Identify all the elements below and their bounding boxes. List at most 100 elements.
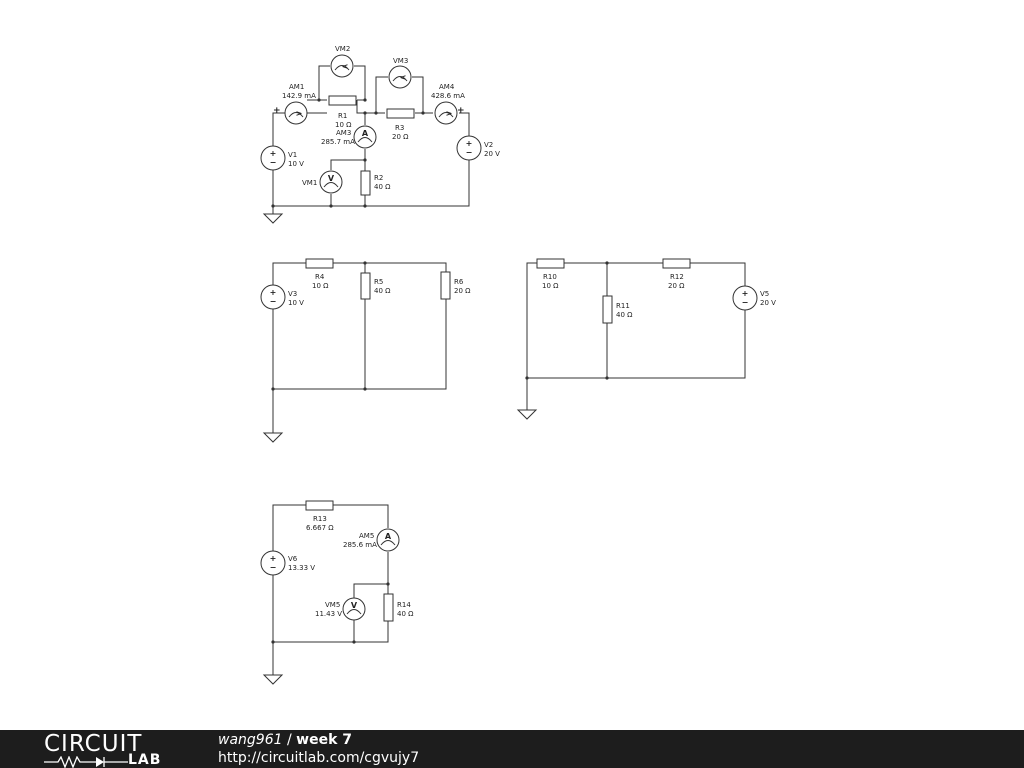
r10-name: R10 xyxy=(543,273,557,281)
vm5-name: VM5 xyxy=(325,601,340,609)
resistor-r2[interactable]: R2 40 Ω xyxy=(360,170,391,196)
ammeter-am1[interactable]: > + AM1 142.9 mA xyxy=(273,83,316,125)
v5-value: 20 V xyxy=(760,299,776,307)
svg-text:A: A xyxy=(362,129,369,138)
v3-value: 10 V xyxy=(288,299,304,307)
page-title: wang961 / week 7 xyxy=(218,731,352,749)
voltmeter-vm3[interactable]: < VM3 xyxy=(388,57,412,89)
am5-value: 285.6 mA xyxy=(343,541,377,549)
ammeter-am3[interactable]: A AM3 285.7 mA xyxy=(321,125,377,149)
circuit-url[interactable]: http://circuitlab.com/cgvujy7 xyxy=(218,750,420,766)
resistor-r10[interactable]: R10 10 Ω xyxy=(536,258,565,290)
v6-name: V6 xyxy=(288,555,298,563)
resistor-r12[interactable]: R12 20 Ω xyxy=(662,258,691,290)
resistor-r5[interactable]: R5 40 Ω xyxy=(360,272,391,300)
svg-text:+: + xyxy=(270,149,277,158)
r4-value: 10 Ω xyxy=(312,282,329,290)
r12-value: 20 Ω xyxy=(668,282,685,290)
v2-value: 20 V xyxy=(484,150,500,158)
am5-name: AM5 xyxy=(359,532,374,540)
ground-icon xyxy=(262,432,284,443)
am1-name: AM1 xyxy=(289,83,304,91)
ammeter-am4[interactable]: > + AM4 428.6 mA xyxy=(431,83,465,125)
vm1-name: VM1 xyxy=(302,179,317,187)
svg-text:V: V xyxy=(351,601,358,610)
vm3-name: VM3 xyxy=(393,57,408,65)
resistor-r1[interactable]: R1 10 Ω xyxy=(328,95,357,129)
r6-value: 20 Ω xyxy=(454,287,471,295)
r14-name: R14 xyxy=(397,601,411,609)
am3-value: 285.7 mA xyxy=(321,138,355,146)
voltage-source-v6[interactable]: + − V6 13.33 V xyxy=(260,550,315,576)
circuitlab-logo[interactable]: CIRCUIT LAB xyxy=(40,732,180,768)
svg-text:>: > xyxy=(446,109,453,118)
v2-name: V2 xyxy=(484,141,493,149)
resistor-r6[interactable]: R6 20 Ω xyxy=(440,271,471,300)
svg-text:−: − xyxy=(466,148,473,157)
voltage-source-v2[interactable]: + − V2 20 V xyxy=(456,135,500,161)
svg-text:V: V xyxy=(328,174,335,183)
r1-value: 10 Ω xyxy=(335,121,352,129)
r5-value: 40 Ω xyxy=(374,287,391,295)
voltmeter-vm1[interactable]: V VM1 xyxy=(302,170,343,194)
resistor-diode-icon xyxy=(44,756,128,768)
am4-name: AM4 xyxy=(439,83,455,91)
svg-text:−: − xyxy=(742,298,749,307)
voltmeter-vm5[interactable]: V VM5 11.43 V xyxy=(315,597,366,621)
logo-circuit-text: CIRCUIT xyxy=(44,731,143,757)
vm2-name: VM2 xyxy=(335,45,350,53)
resistor-r4[interactable]: R4 10 Ω xyxy=(305,258,334,290)
r3-value: 20 Ω xyxy=(392,133,409,141)
r5-name: R5 xyxy=(374,278,383,286)
user-link[interactable]: wang961 xyxy=(218,732,283,748)
svg-text:+: + xyxy=(270,554,277,563)
svg-text:+: + xyxy=(466,139,473,148)
r2-name: R2 xyxy=(374,174,383,182)
voltage-source-v5[interactable]: + − V5 20 V xyxy=(732,285,776,311)
r1-name: R1 xyxy=(338,112,347,120)
svg-text:−: − xyxy=(270,297,277,306)
ground-icon xyxy=(262,213,284,224)
v6-value: 13.33 V xyxy=(288,564,315,572)
project-name: week 7 xyxy=(296,732,352,748)
circuit-4: R13 6.667 Ω A AM5 285.6 mA + − V6 13.33 … xyxy=(260,500,414,685)
am3-name: AM3 xyxy=(336,129,351,137)
r14-value: 40 Ω xyxy=(397,610,414,618)
r13-name: R13 xyxy=(313,515,327,523)
r3-name: R3 xyxy=(395,124,404,132)
r11-name: R11 xyxy=(616,302,630,310)
title-separator: / xyxy=(282,732,297,748)
svg-text:<: < xyxy=(400,73,407,82)
r6-name: R6 xyxy=(454,278,464,286)
svg-text:−: − xyxy=(270,563,277,572)
resistor-r14[interactable]: R14 40 Ω xyxy=(383,593,414,622)
am1-value: 142.9 mA xyxy=(282,92,316,100)
svg-text:>: > xyxy=(296,109,303,118)
ground-icon xyxy=(516,409,538,420)
logo-lab-text: LAB xyxy=(128,752,162,768)
r13-value: 6.667 Ω xyxy=(306,524,334,532)
ammeter-am5[interactable]: A AM5 285.6 mA xyxy=(343,528,400,552)
voltage-source-v3[interactable]: + − V3 10 V xyxy=(260,284,304,310)
svg-text:<: < xyxy=(342,62,349,71)
svg-text:A: A xyxy=(385,532,392,541)
footer-bar: CIRCUIT LAB wang961 / week 7 http://circ… xyxy=(0,730,1024,768)
svg-text:+: + xyxy=(457,106,465,116)
resistor-r3[interactable]: R3 20 Ω xyxy=(386,108,415,141)
voltmeter-vm2[interactable]: < VM2 xyxy=(330,45,354,78)
r4-name: R4 xyxy=(315,273,325,281)
r10-value: 10 Ω xyxy=(542,282,559,290)
vm5-value: 11.43 V xyxy=(315,610,342,618)
resistor-r11[interactable]: R11 40 Ω xyxy=(602,295,633,324)
svg-text:−: − xyxy=(270,158,277,167)
ground-icon xyxy=(262,674,284,685)
schematic-canvas: > + AM1 142.9 mA < VM2 R1 10 Ω A AM3 285… xyxy=(260,45,776,685)
circuit-1: > + AM1 142.9 mA < VM2 R1 10 Ω A AM3 285… xyxy=(260,45,500,224)
am4-value: 428.6 mA xyxy=(431,92,465,100)
voltage-source-v1[interactable]: + − V1 10 V xyxy=(260,145,304,171)
resistor-r13[interactable]: R13 6.667 Ω xyxy=(305,500,334,532)
svg-text:+: + xyxy=(742,289,749,298)
r12-name: R12 xyxy=(670,273,684,281)
r2-value: 40 Ω xyxy=(374,183,391,191)
v1-value: 10 V xyxy=(288,160,304,168)
